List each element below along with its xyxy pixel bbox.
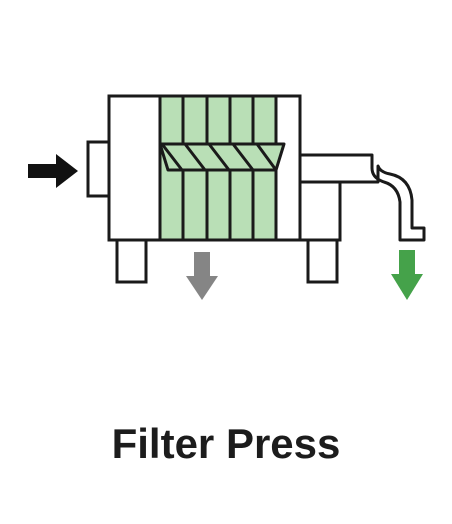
- filter-press-illustration: [28, 94, 426, 300]
- right-leg: [306, 238, 339, 284]
- filter-cloth-band: [158, 142, 286, 172]
- feed-inlet: [86, 140, 112, 198]
- left-leg: [115, 238, 148, 284]
- filtrate-arrow-icon: [391, 250, 423, 300]
- cake-discharge-arrow-icon: [186, 252, 218, 300]
- page-title: Filter Press: [111, 420, 341, 467]
- filtrate-pipe-outline: [300, 153, 426, 242]
- feed-arrow-icon: [28, 154, 78, 188]
